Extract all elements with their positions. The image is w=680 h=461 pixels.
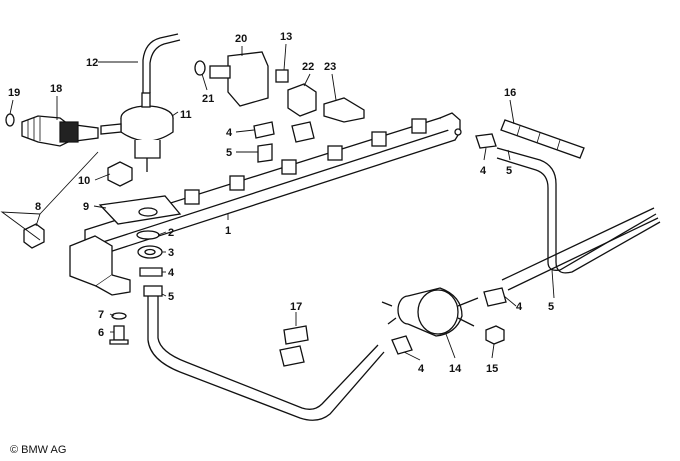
- callouts: 19 18 12 11 10 9 8 1 2 3 4 5 7 6 20 13 2…: [8, 31, 554, 375]
- o-ring: [5, 113, 15, 127]
- fuel-line-right: [496, 147, 661, 291]
- gasket: [136, 230, 160, 240]
- callout-20: 20: [235, 33, 247, 45]
- plug-connector: [287, 83, 317, 117]
- callout-6: 6: [98, 327, 104, 339]
- callout-8: 8: [35, 201, 41, 213]
- callout-23: 23: [324, 61, 336, 73]
- retaining-clip: [279, 325, 309, 367]
- callout-21: 21: [202, 93, 214, 105]
- nut: [485, 325, 505, 345]
- callout-1: 1: [225, 225, 231, 237]
- copyright-notice: © BMW AG: [10, 444, 67, 456]
- callout-22: 22: [302, 61, 314, 73]
- callout-17: 17: [290, 301, 302, 313]
- pressure-regulator: [100, 92, 174, 172]
- fuel-line-lower: [143, 285, 385, 421]
- fuel-injector: [21, 115, 99, 147]
- sensor: [209, 51, 269, 107]
- leader-lines: [0, 43, 555, 361]
- screw: [109, 325, 129, 345]
- washer: [111, 312, 127, 320]
- bracket: [98, 195, 182, 225]
- callout-9: 9: [83, 201, 89, 213]
- clamp-center-right: [291, 121, 315, 143]
- hose-clamp-right: [475, 133, 507, 307]
- callout-5d: 5: [548, 301, 554, 313]
- callout-2: 2: [168, 227, 174, 239]
- bolt-top: [275, 69, 289, 83]
- callout-5a: 5: [168, 291, 174, 303]
- callout-7: 7: [98, 309, 104, 321]
- callout-4c: 4: [480, 165, 487, 177]
- fuel-filter: [381, 287, 479, 337]
- washer-top: [194, 60, 206, 76]
- callout-18: 18: [50, 83, 62, 95]
- callout-3: 3: [168, 247, 174, 259]
- hose: [500, 119, 585, 159]
- sealing-ring: [137, 245, 163, 259]
- callout-16: 16: [504, 87, 516, 99]
- rubber-boot: [323, 97, 365, 123]
- callout-19: 19: [8, 87, 20, 99]
- callout-14: 14: [449, 363, 462, 375]
- callout-12: 12: [86, 57, 98, 69]
- callout-15: 15: [486, 363, 498, 375]
- callout-4a: 4: [168, 267, 175, 279]
- callout-4e: 4: [418, 363, 425, 375]
- callout-13: 13: [280, 31, 292, 43]
- callout-10: 10: [78, 175, 90, 187]
- callout-5b: 5: [226, 147, 232, 159]
- hose-clamp-center: [253, 121, 275, 163]
- callout-4d: 4: [516, 301, 523, 313]
- hose-clamp: [139, 267, 163, 277]
- clip: [107, 161, 133, 187]
- callout-5c: 5: [506, 165, 512, 177]
- callout-11: 11: [180, 109, 192, 121]
- clamp-filter: [391, 335, 413, 355]
- fuel-rail: [69, 112, 462, 296]
- vacuum-hose: [142, 33, 181, 93]
- callout-4b: 4: [226, 127, 233, 139]
